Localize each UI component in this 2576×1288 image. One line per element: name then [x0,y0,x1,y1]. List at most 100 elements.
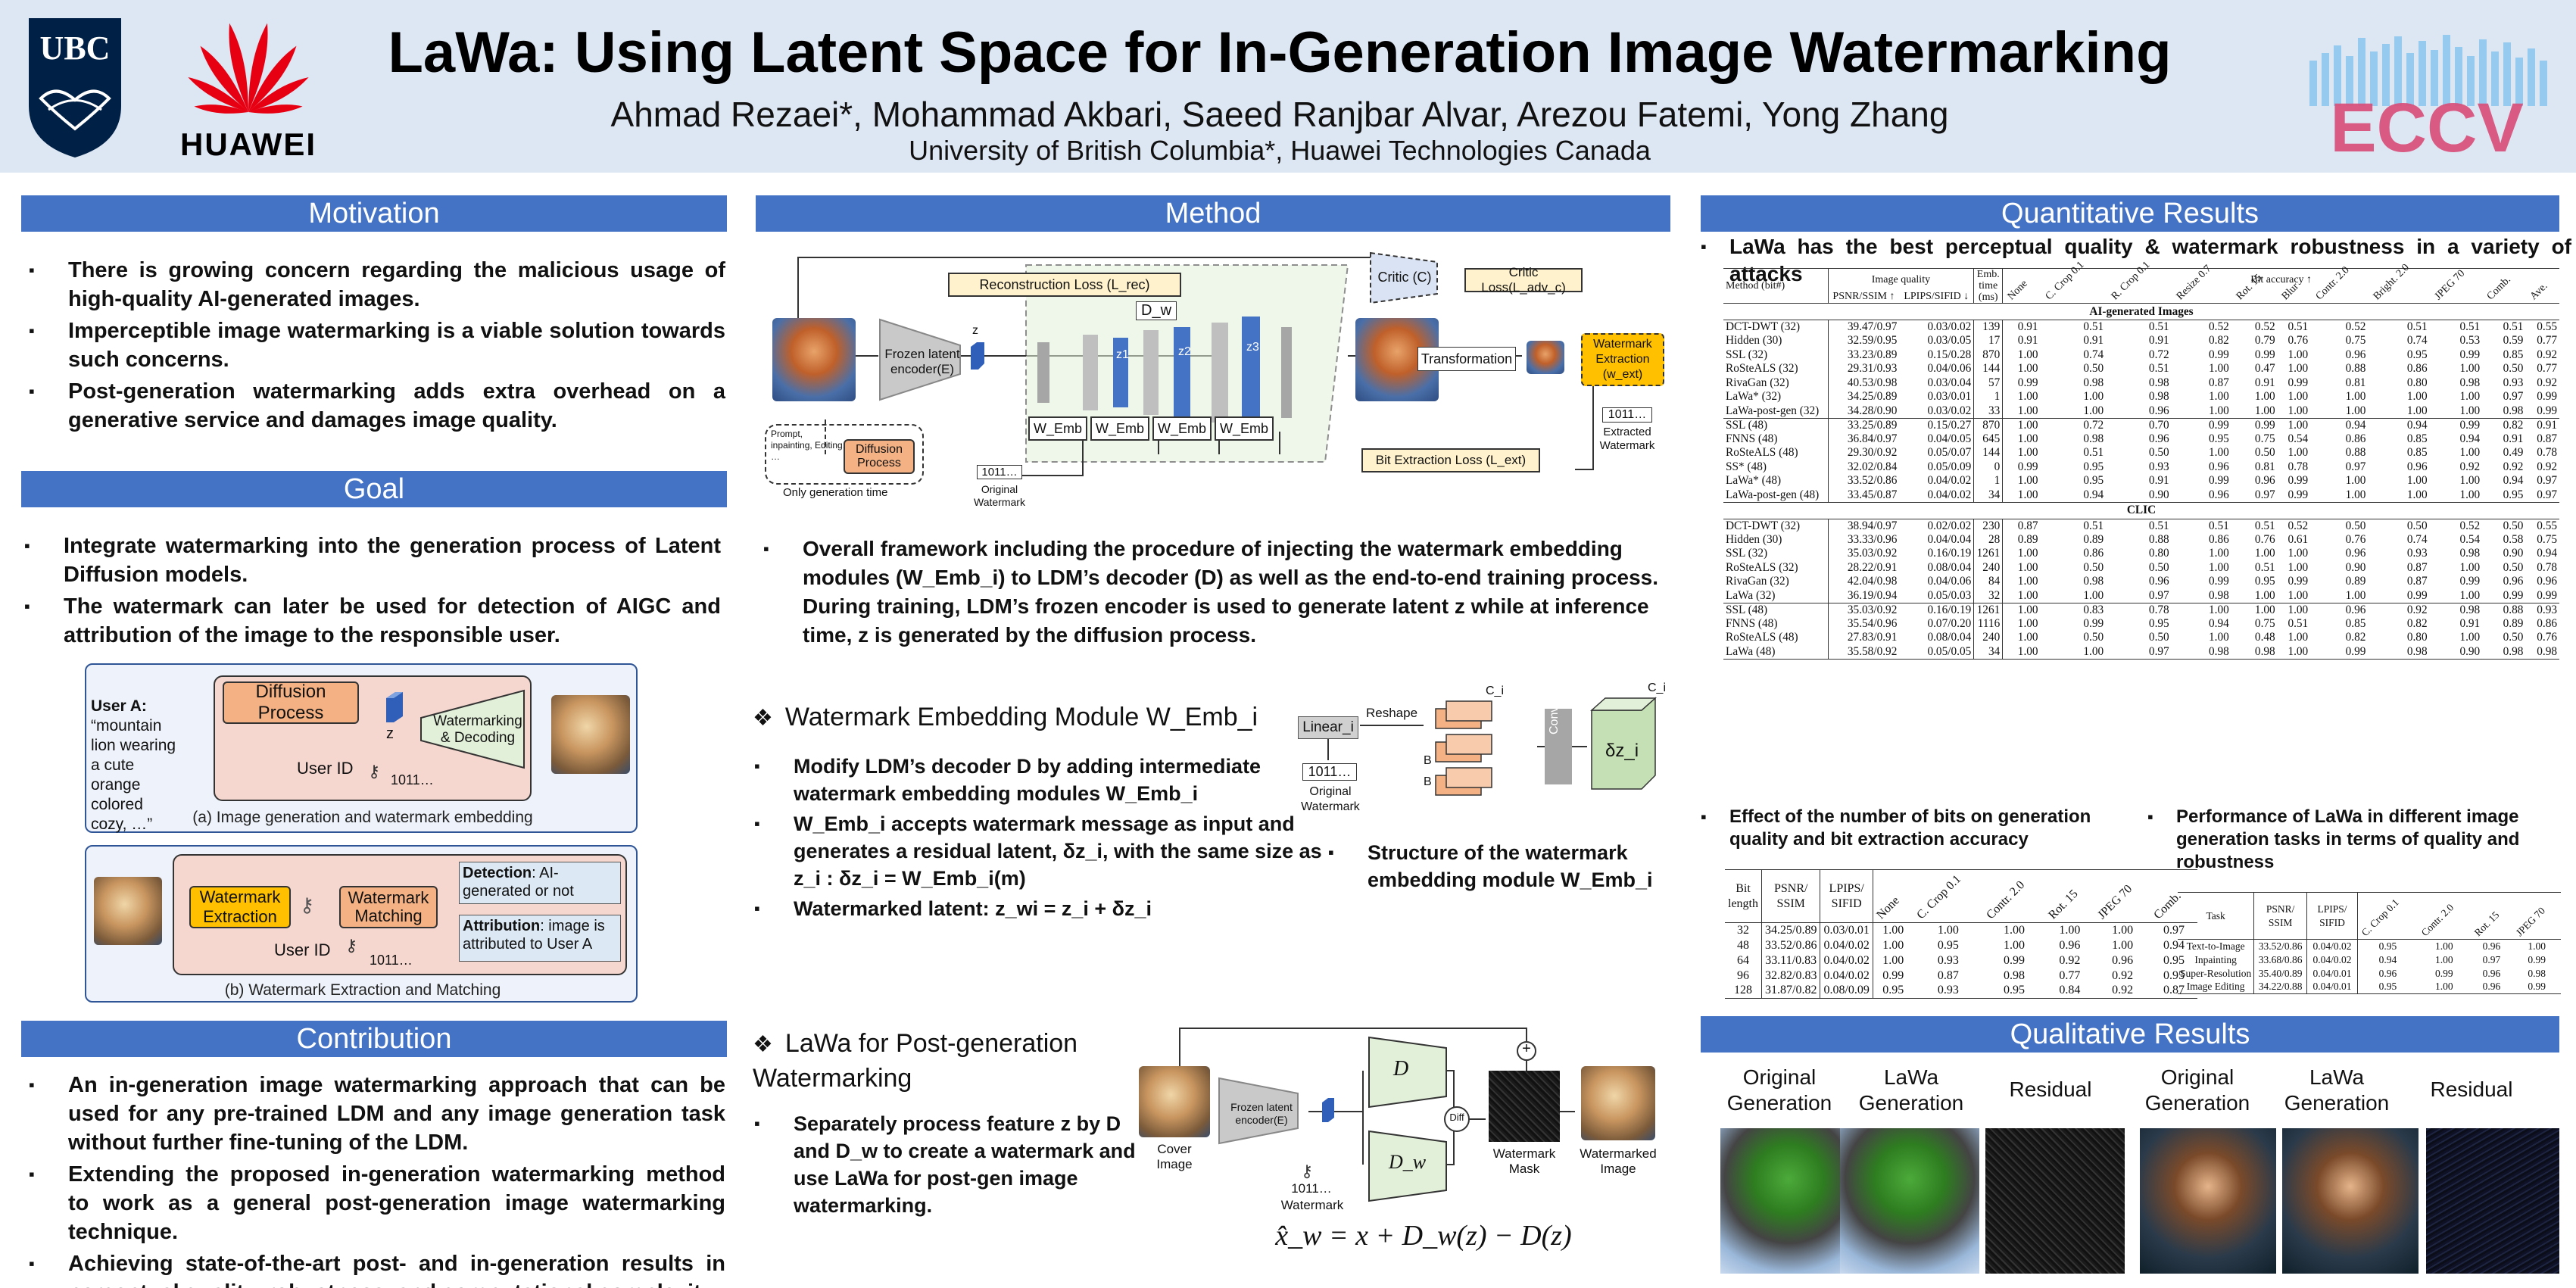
ci-label: C_i [1486,685,1505,697]
framework-caption: Overall framework including the procedur… [756,535,1664,653]
watermark-matching-box: Watermark Matching [339,886,438,928]
user-bits: 1011… [391,772,434,787]
method-heading: Method [756,195,1670,232]
user-prompt: “mountain lion wearing a cute orange col… [91,717,176,833]
z2-label: z2 [1178,345,1191,358]
generation-time-box [765,424,924,485]
emb-time-header: Emb. time (ms) [1973,268,2004,304]
original-bits: 1011… [977,465,1022,479]
task-col-header: PSNR/ SSIM [2253,892,2308,940]
figure-b-caption: (b) Watermark Extraction and Matching [224,981,501,999]
decoder-dw-label: D_w [1389,1151,1427,1173]
qual-heading: Qualitative Results [1701,1016,2559,1053]
poster-authors: Ahmad Rezaei*, Mohammad Akbari, Saeed Ra… [610,95,1949,134]
wem-heading: ❖Watermark Embedding Module W_Emb_i [753,703,1258,731]
attack-header: Rot. 15 [2234,272,2265,303]
task-note: Performance of LaWa in different image g… [2140,806,2564,877]
list-item: W_Emb_i accepts watermark message as inp… [747,810,1337,892]
qual-original-girl [2140,1128,2276,1274]
figure-a-caption: (a) Image generation and watermark embed… [192,809,533,826]
latent-cube-icon [971,342,984,370]
attribution-box: Attribution: image is attributed to User… [459,915,621,962]
post-gen-heading: ❖LaWa for Post-generation Watermarking [753,1029,1078,1093]
watermark-extraction-box: Watermark Extraction (w_ext) [1581,333,1664,386]
bits-col-header: C. Crop 0.1 [1913,872,1963,922]
wemb-1-box: W_Emb [1028,416,1087,441]
extracted-bits: 1011… [1602,407,1652,423]
user-bits: 1011… [370,953,413,968]
watermark-decoder-icon [420,689,525,769]
list-item: Overall framework including the procedur… [756,535,1664,650]
diamond-icon: ❖ [753,706,773,731]
task-col-header: LPIPS/ SIFID [2306,892,2358,940]
wm-decoding-label: Watermarking & Decoding [433,713,522,746]
method-col-header: Method (bit#) [1723,268,1829,304]
list-item: Effect of the number of bits on generati… [1693,806,2147,851]
key-icon: ⚷ [1301,1162,1314,1180]
watermarked-image-label: Watermarked Image [1580,1146,1657,1176]
diamond-icon: ❖ [753,1032,773,1057]
bit-extraction-loss-box: Bit Extraction Loss (L_ext) [1361,448,1540,472]
table-section-row: AI-generated Images [1723,303,2559,320]
wm-bits: 1011… [1291,1181,1332,1196]
critic-icon [1370,251,1438,304]
bits-col-header: None [1874,893,1902,922]
huawei-petals-icon [188,23,309,114]
latent-cube-icon [1322,1098,1334,1122]
attack-header: Comb. [2484,274,2513,303]
cover-image-label: Cover Image [1156,1142,1193,1171]
quant-heading: Quantitative Results [1701,195,2559,232]
transformation-box: Transformation [1417,347,1516,371]
list-item: Integrate watermarking into the generati… [17,532,721,589]
extracted-watermark-label: Extracted Watermark [1599,426,1655,452]
post-gen-lines [1179,1028,1575,1202]
list-item: Structure of the watermark embedding mod… [1321,839,1669,893]
table-section-row: CLIC [1723,501,2559,519]
qual-residual-girl [2426,1128,2559,1274]
z1-label: z1 [1116,348,1129,361]
task-col-header: Rot. 15 [2472,909,2501,939]
linear-box: Linear_i [1298,716,1358,739]
bits-col-header: JPEG 70 [2095,882,2135,922]
framework-figure: Frozen latent encoder(E) z Reconstructio… [765,242,1666,515]
wemb-3-box: W_Emb [1152,416,1212,441]
critic-label: Critic (C) [1377,270,1432,285]
motivation-list: There is growing concern regarding the m… [21,256,725,438]
key-icon: ⚷ [345,936,358,955]
input-cat-image [772,318,856,401]
image-quality-header: Image quality [1828,268,1975,286]
list-item: There is growing concern regarding the m… [21,256,725,313]
watermark-mask-image [1489,1071,1560,1142]
conv-label: Conv_i [1548,697,1561,734]
input-lion-image [94,877,162,945]
bits-note: Effect of the number of bits on generati… [1693,806,2147,854]
task-col-header: C. Crop 0.1 [2359,897,2401,939]
watermarked-image [1581,1066,1655,1140]
wem-bits: 1011… [1302,763,1357,781]
list-item: Separately process feature z by D and D_… [747,1110,1140,1219]
detection-box: Detection: AI-generated or not [459,862,621,904]
attack-header: JPEG 70 [2432,267,2467,303]
qual-col-5: Residual [2430,1077,2513,1101]
lpips-header: LPIPS/SIFID ↓ [1899,285,1975,304]
attack-header: None [2005,278,2030,303]
user-id-label: User ID [274,940,331,959]
huawei-logo: HUAWEI [173,12,324,164]
list-item: Extending the proposed in-generation wat… [21,1160,725,1246]
delta-z-label: δz_i [1605,741,1639,761]
